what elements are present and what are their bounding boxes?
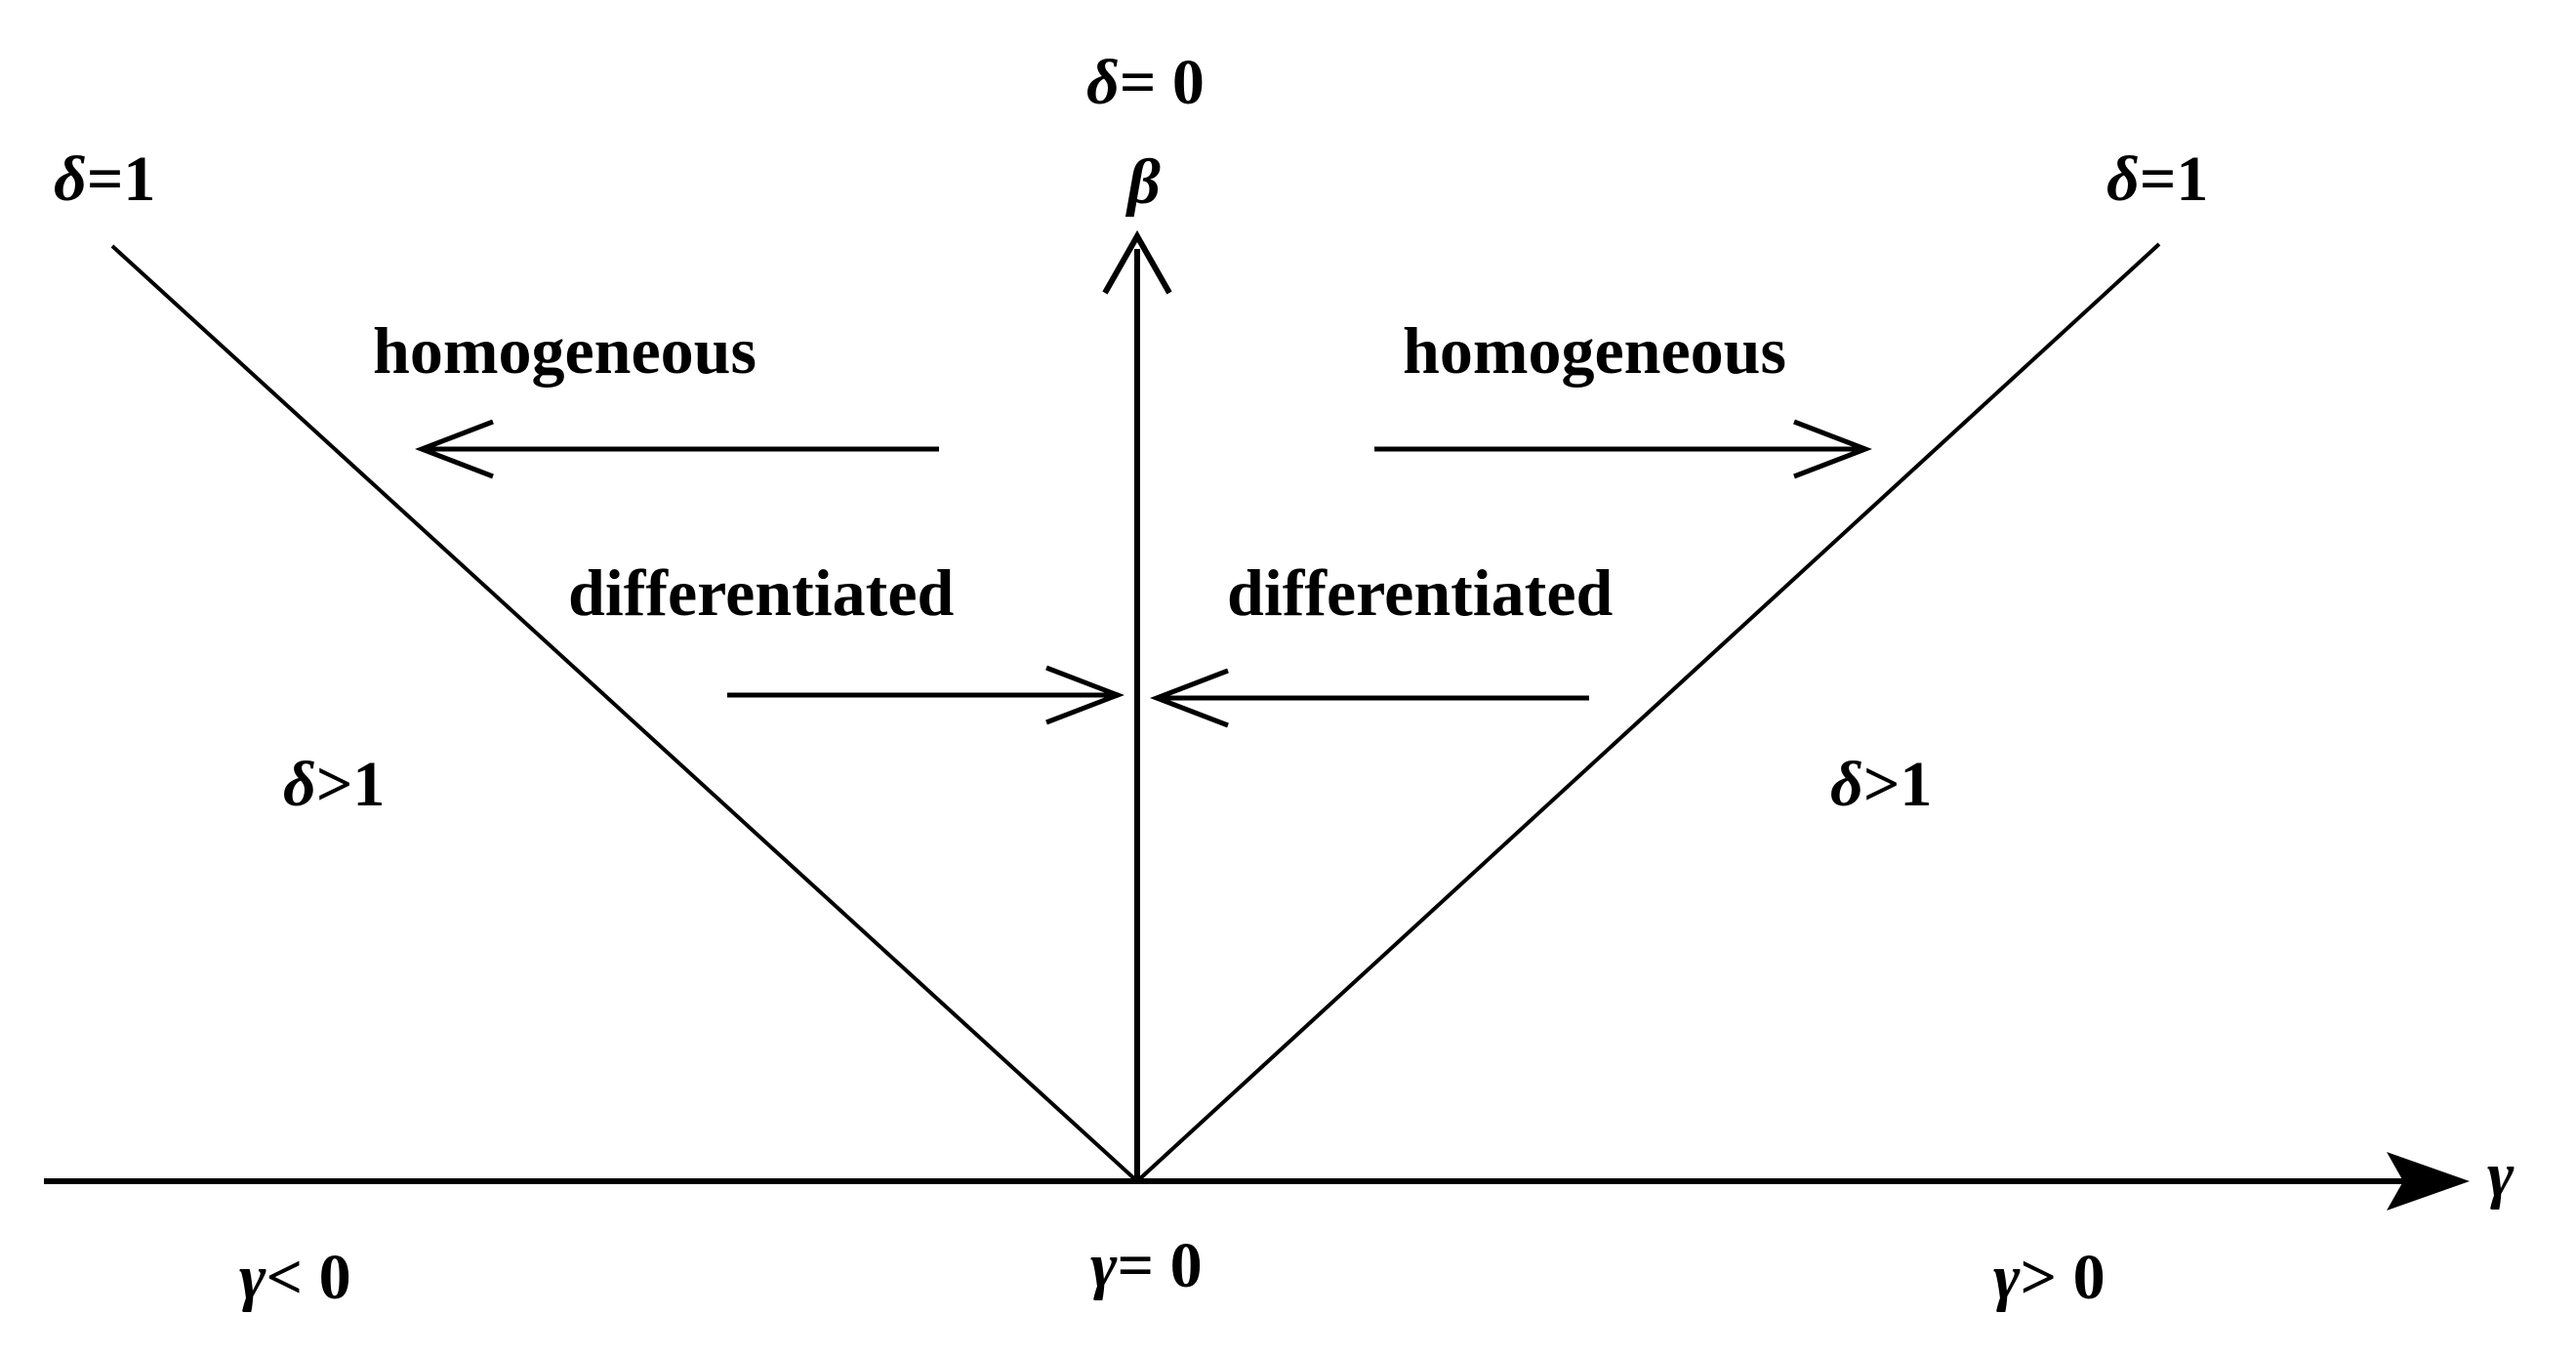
delta-zero-label: δ= 0 [1086,47,1205,118]
delta-one-right-label: δ=1 [2106,144,2208,215]
differentiated-left-arrowhead [1045,665,1124,725]
differentiated-right-label: differentiated [1227,555,1613,630]
delta-one-left-label: δ=1 [54,144,155,215]
delta-gt1-right-label: δ>1 [1830,749,1932,820]
homogeneous-left-label: homogeneous [373,313,756,388]
beta-axis-arrowhead [1102,229,1172,295]
delta-gt1-left-label: δ>1 [283,749,385,820]
gamma-axis-label: γ [2487,1139,2515,1211]
beta-axis-label: β [1124,146,1161,218]
homogeneous-right-label: homogeneous [1403,313,1786,388]
gamma-negative-label: γ< 0 [239,1242,351,1313]
homogeneous-right-arrowhead [1793,419,1872,479]
differentiated-left-label: differentiated [568,555,954,630]
delta-one-left-line [110,244,1139,1183]
gamma-axis-arrowhead [2387,1152,2470,1211]
gamma-positive-label: γ> 0 [1993,1242,2106,1313]
gamma-zero-label: γ= 0 [1090,1230,1203,1301]
homogeneous-left-arrowhead [415,419,494,479]
delta-one-right-line [1135,242,2161,1183]
differentiated-right-arrowhead [1150,668,1229,728]
